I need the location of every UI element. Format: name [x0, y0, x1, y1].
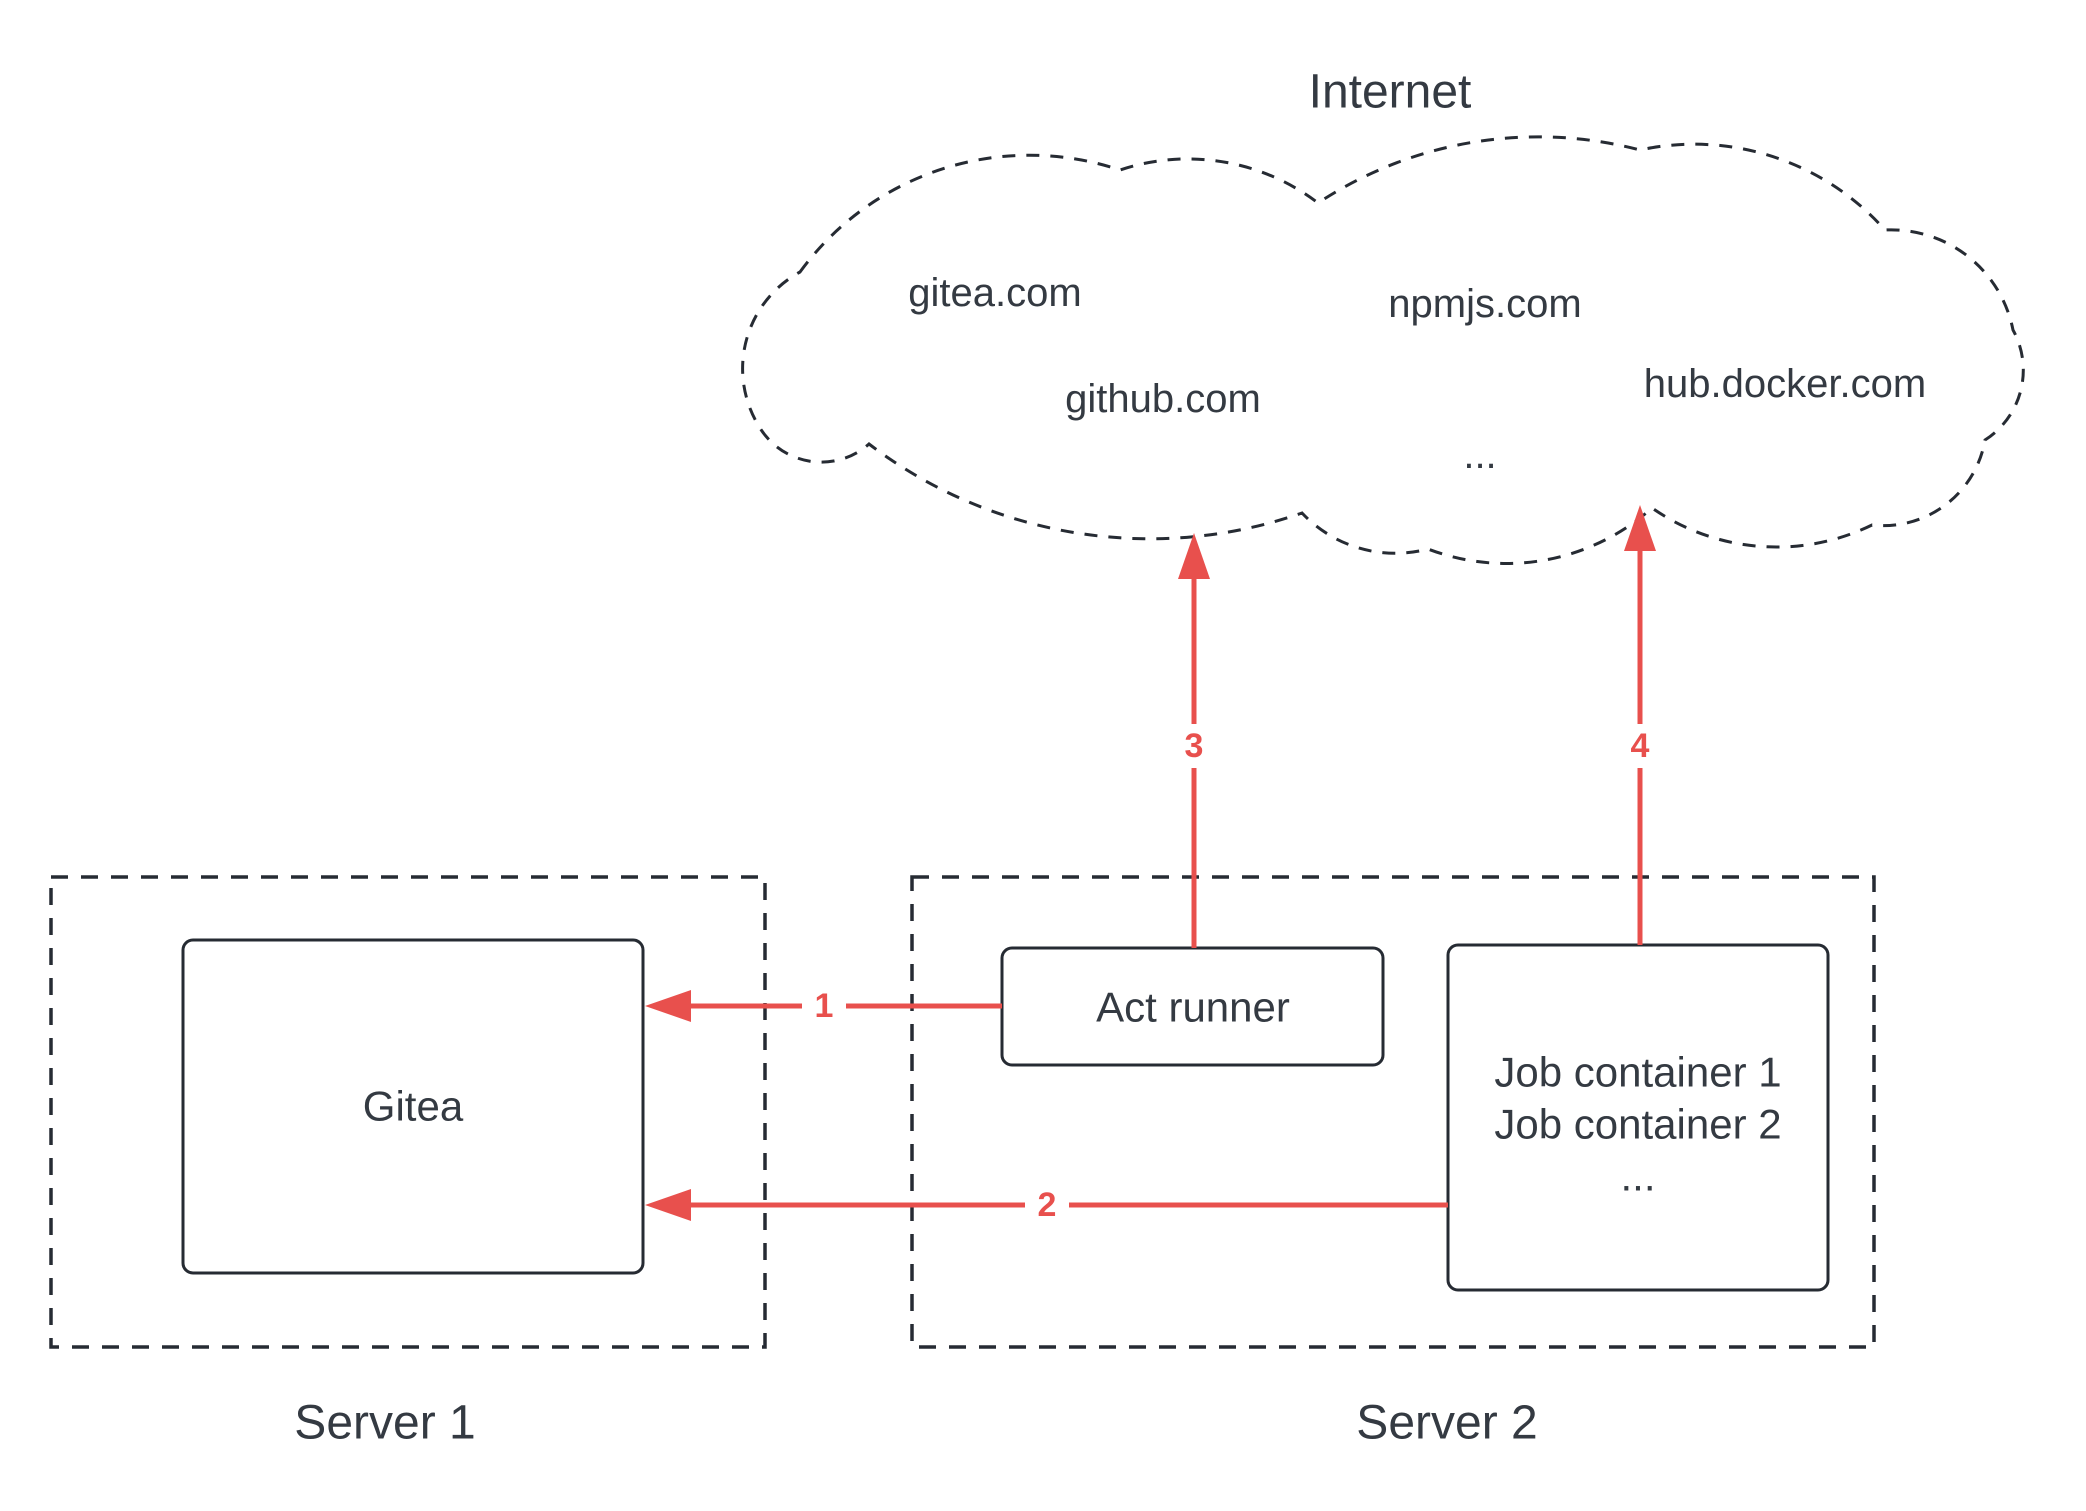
server1-group: Gitea Server 1 — [49, 875, 767, 1450]
arrow-1-label-bg — [802, 988, 846, 1024]
cloud-site-github-com: github.com — [1065, 377, 1261, 421]
act-runner-label: Act runner — [1096, 984, 1290, 1031]
cloud-sites-ellipsis: ... — [1463, 433, 1496, 477]
cloud-site-hub-docker-com: hub.docker.com — [1644, 362, 1926, 406]
server2-group: Act runner Job container 1 Job container… — [910, 875, 1876, 1450]
arrow-4-label-bg — [1622, 724, 1658, 768]
internet-cloud-group: Internet gitea.com github.com npmjs.com … — [741, 66, 2025, 565]
gitea-label: Gitea — [363, 1083, 464, 1130]
arrow-3-head — [1178, 533, 1210, 579]
arrow-2-label: 2 — [1038, 1186, 1057, 1224]
server1-label: Server 1 — [294, 1397, 475, 1450]
cloud-site-gitea-com: gitea.com — [908, 271, 1081, 315]
arrow-4-label: 4 — [1631, 727, 1650, 765]
arrow-2-label-bg — [1025, 1187, 1069, 1223]
arrow-1-label: 1 — [815, 987, 834, 1025]
arrow-1-act-runner-to-gitea: 1 — [645, 987, 1002, 1025]
arrow-3-label: 3 — [1185, 727, 1204, 765]
arrow-1-head — [645, 990, 691, 1022]
arrow-3-act-runner-to-internet: 3 — [1176, 533, 1212, 948]
job-container-line-1: Job container 1 — [1494, 1049, 1781, 1096]
internet-title: Internet — [1309, 66, 1472, 119]
gitea-node — [181, 938, 645, 1275]
cloud-site-npmjs-com: npmjs.com — [1388, 282, 1581, 326]
arrow-2-head — [645, 1189, 691, 1221]
server1-boundary — [49, 875, 767, 1349]
job-container-line-2: Job container 2 — [1494, 1101, 1781, 1148]
internet-cloud-outline — [741, 135, 2025, 565]
server2-boundary — [910, 875, 1876, 1349]
arrow-4-job-container-to-internet: 4 — [1622, 505, 1658, 945]
job-container-ellipsis: ... — [1620, 1153, 1655, 1200]
arrow-2-job-container-to-gitea: 2 — [645, 1186, 1448, 1224]
arrow-4-head — [1624, 505, 1656, 551]
server2-label: Server 2 — [1356, 1397, 1537, 1450]
arrow-3-label-bg — [1176, 724, 1212, 768]
